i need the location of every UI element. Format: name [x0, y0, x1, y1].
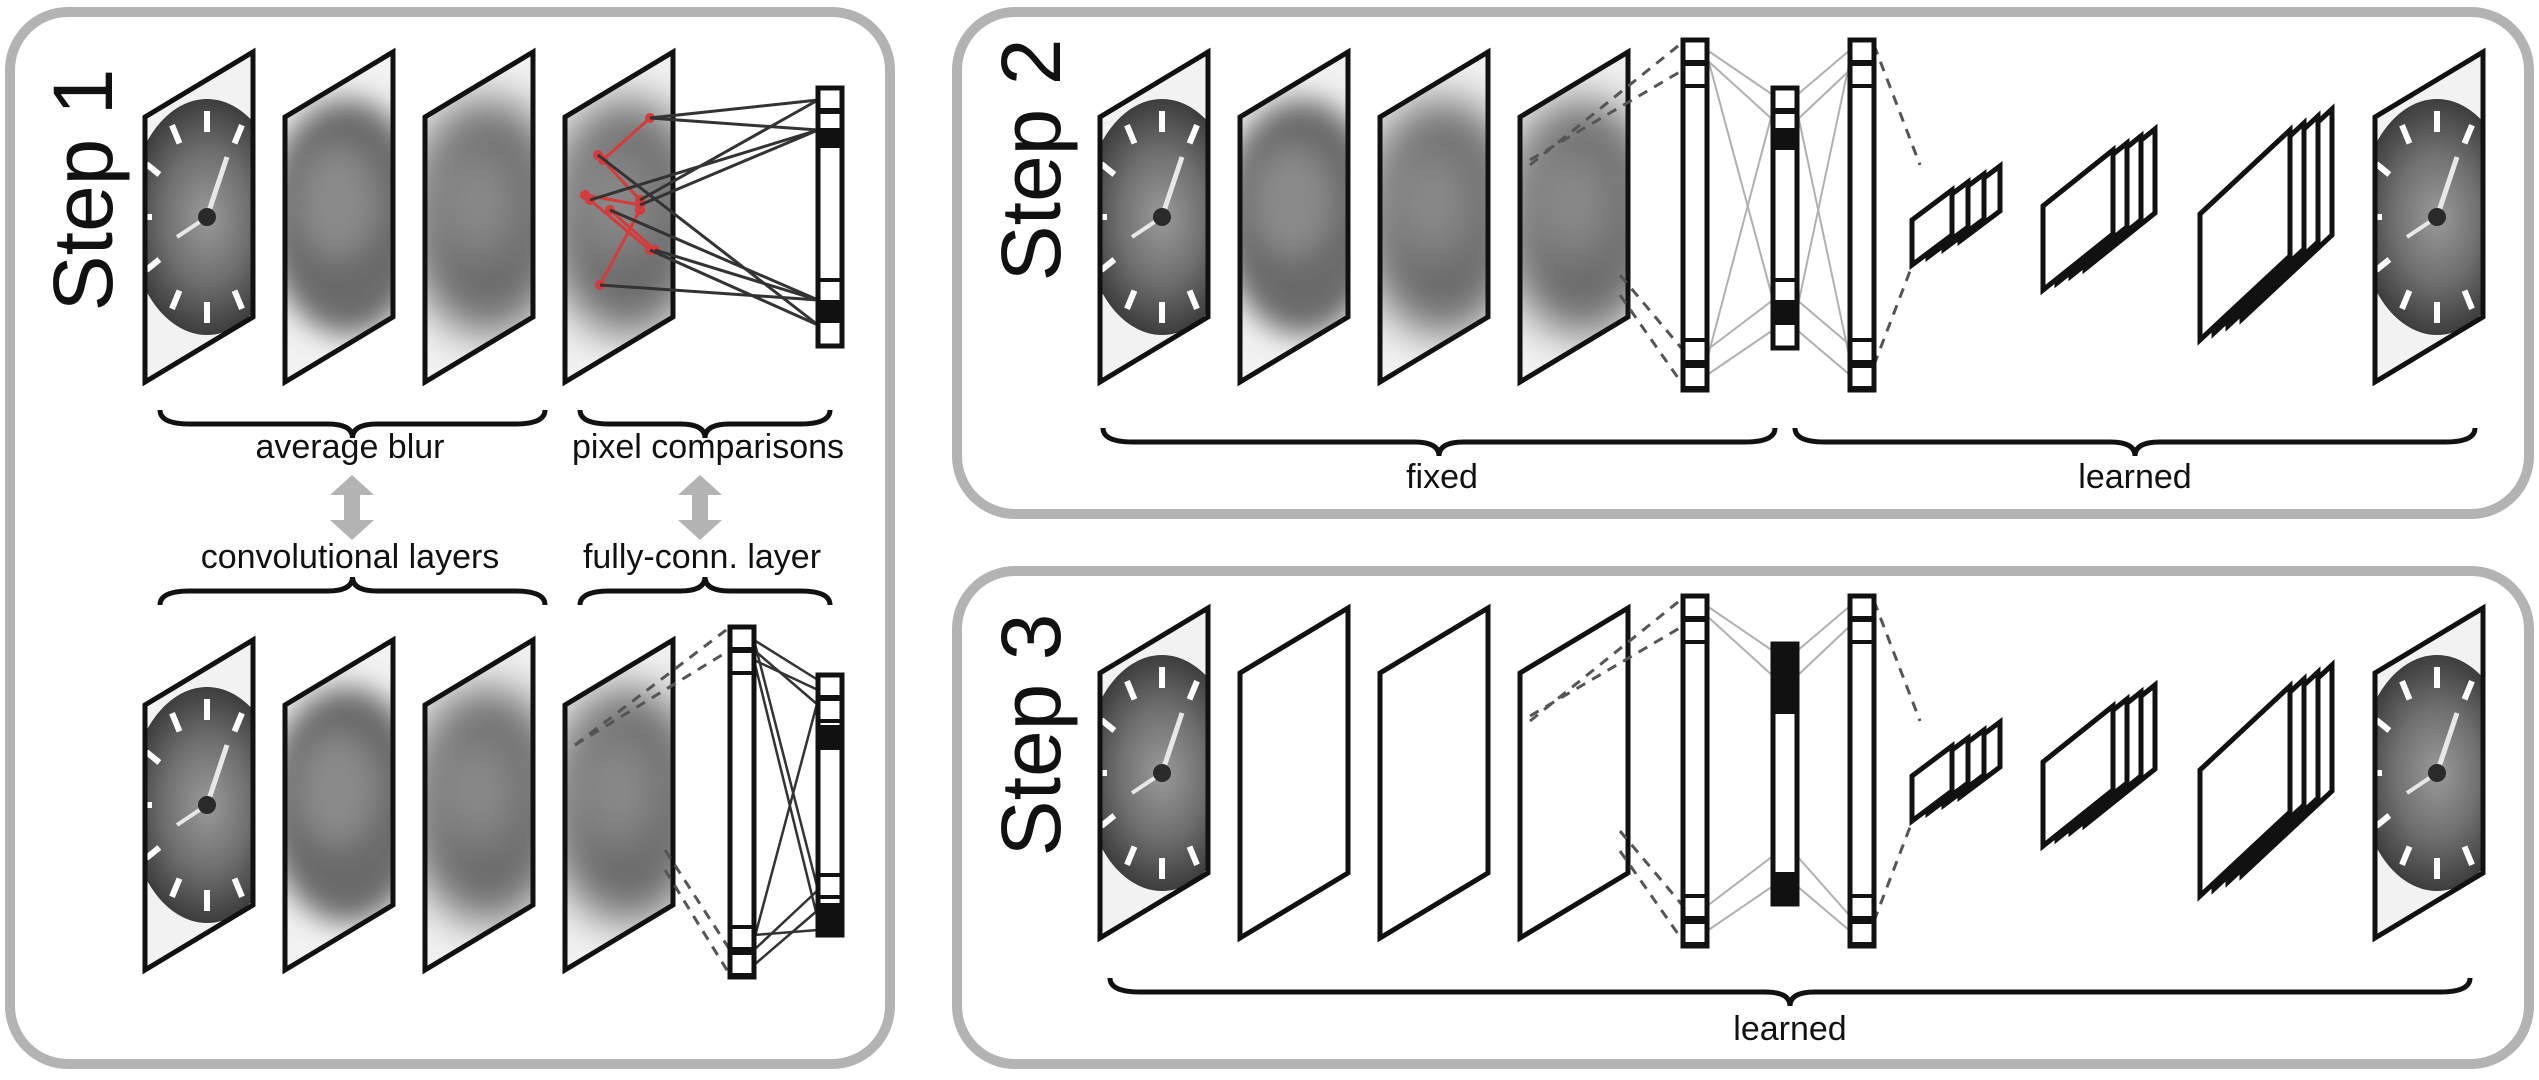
step2-title: Step 2: [984, 39, 1078, 282]
step1-frame-conv-3: [562, 635, 676, 975]
step3-title: Step 3: [984, 614, 1078, 857]
step3-bar-1-cells: [1681, 594, 1709, 946]
step3-frame-empty-3: [1517, 603, 1631, 943]
step2-frame-output-clock: [2372, 47, 2486, 387]
step2-frame-blur-2: [1377, 47, 1491, 387]
step2-frame-clock: [1097, 47, 1211, 387]
label-step2-learned: learned: [2078, 458, 2191, 496]
step2-fc-connections: [1706, 49, 1851, 376]
step1-frame-blur-2: [422, 47, 536, 387]
step3-bar-3-cells: [1848, 594, 1876, 946]
brace-step2-learned: [1792, 427, 2478, 457]
step3-stack-large: [2197, 659, 2335, 902]
step2-dashed: [1529, 40, 1922, 386]
step1-feature-cells-top: [816, 86, 844, 304]
step3-stack-small: [1909, 717, 2003, 826]
brace-average-blur: [157, 409, 548, 439]
step2-stack-large: [2197, 103, 2335, 346]
brace-fully-conn-layer: [577, 576, 833, 606]
panel-step2-border: [952, 7, 2534, 519]
step1-fc-output-cells: [816, 673, 844, 899]
step2-bar-1-cells: [1681, 38, 1709, 390]
brace-step2-fixed: [1100, 427, 1778, 457]
brace-step3-learned: [1107, 977, 2473, 1007]
step2-bar-3-cells: [1848, 38, 1876, 390]
step3-fc-connections: [1706, 605, 1851, 932]
label-fully-conn-layer: fully-conn. layer: [583, 538, 821, 576]
step3-frame-empty-2: [1377, 603, 1491, 943]
step1-frame-clock: [142, 47, 256, 387]
label-step3-learned: learned: [1733, 1010, 1846, 1048]
step1-fc-connections: [752, 638, 820, 966]
step2-frame-blur-3: [1517, 47, 1631, 387]
equivalence-arrow-icon: [330, 475, 374, 540]
step1-top-connections: [589, 98, 819, 327]
step1-title: Step 1: [36, 69, 130, 312]
step3-bar-1: [1680, 593, 1710, 949]
step2-stack-mid: [2040, 123, 2158, 296]
step2-bar-2: [1770, 85, 1800, 351]
step2-bar-3: [1847, 37, 1877, 393]
step1-frame-clock-conv: [142, 635, 256, 975]
step2-bar-2-cells: [1771, 86, 1799, 304]
step3-stack-mid: [2040, 679, 2158, 852]
step2-stack-small: [1909, 161, 2003, 270]
step3-frame-output-clock: [2372, 603, 2486, 943]
brace-pixel-comparisons: [577, 409, 833, 439]
step1-frame-conv-1: [282, 635, 396, 975]
brace-convolutional-layers: [157, 576, 548, 606]
step1-fc-dashed: [574, 625, 732, 976]
label-convolutional-layers: convolutional layers: [201, 538, 500, 576]
step1-fc-input-cells: [728, 625, 756, 977]
panel-step3-border: [952, 566, 2534, 1069]
step3-frame-clock: [1097, 603, 1211, 943]
step2-bar-1: [1680, 37, 1710, 393]
equivalence-arrow-icon: [678, 475, 722, 540]
label-step2-fixed: fixed: [1406, 458, 1478, 496]
step1-feature-vector-top: [815, 85, 845, 349]
step1-frame-conv-2: [422, 635, 536, 975]
panel-step1-border: [5, 7, 895, 1069]
step3-frame-empty-1: [1237, 603, 1351, 943]
step2-frame-blur-1: [1237, 47, 1351, 387]
step1-fc-input-bar: [727, 624, 757, 980]
step3-dashed: [1529, 596, 1922, 942]
step1-frame-blur-1: [282, 47, 396, 387]
step3-bar-3: [1847, 593, 1877, 949]
step3-bar-2: [1770, 641, 1800, 907]
